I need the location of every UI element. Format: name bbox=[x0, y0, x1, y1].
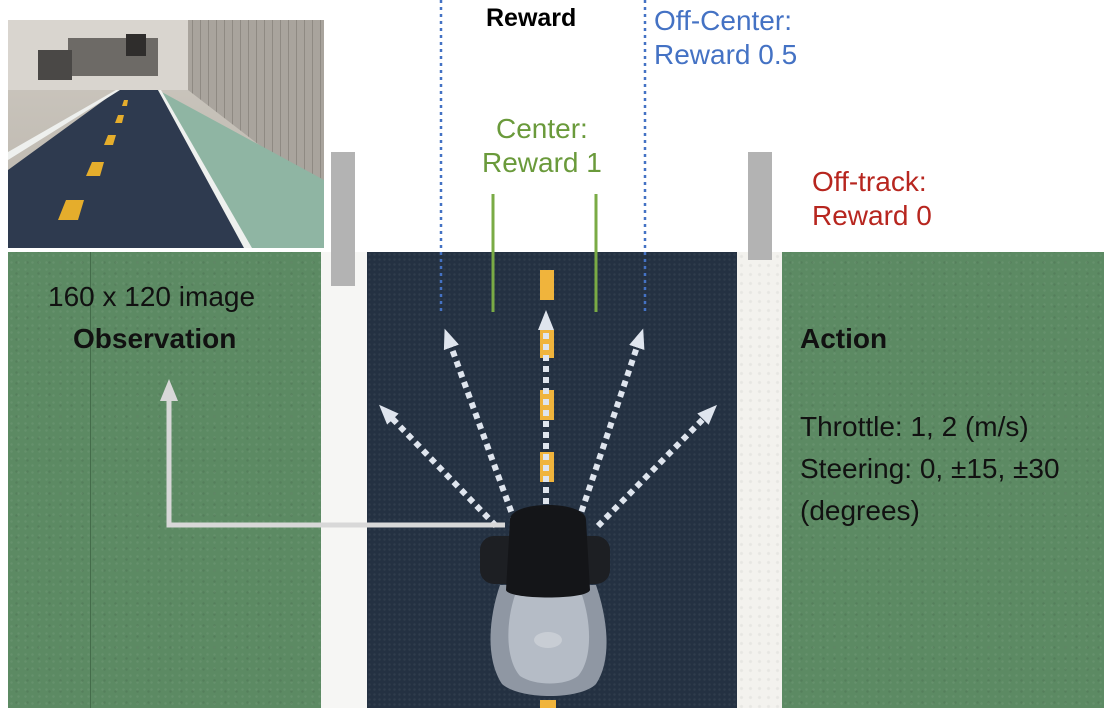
steering-arrow-left-15 bbox=[443, 328, 518, 524]
track-border-left bbox=[321, 252, 367, 708]
center-heading: Center: bbox=[496, 113, 588, 144]
action-title: Action bbox=[800, 323, 888, 354]
off-center-label: Off-Center: Reward 0.5 bbox=[654, 4, 797, 72]
deepracer-car-icon bbox=[480, 505, 610, 708]
action-steering: Steering: 0, ±15, ±30 bbox=[800, 453, 1060, 484]
wall-left bbox=[331, 152, 355, 286]
lane-marking bbox=[540, 270, 554, 300]
steering-arrow-left-30 bbox=[379, 404, 499, 529]
observation-arrow bbox=[160, 379, 505, 528]
steering-arrow-right-30 bbox=[595, 404, 718, 529]
observation-title: Observation bbox=[73, 323, 237, 354]
off-center-value: Reward 0.5 bbox=[654, 39, 798, 70]
action-units: (degrees) bbox=[800, 495, 920, 526]
off-center-heading: Off-Center: bbox=[654, 5, 792, 36]
center-label: Center: Reward 1 bbox=[482, 112, 602, 180]
observation-size-label: 160 x 120 image bbox=[48, 281, 256, 312]
wall-right bbox=[748, 152, 772, 260]
off-track-label: Off-track: Reward 0 bbox=[812, 165, 932, 233]
off-track-heading: Off-track: bbox=[812, 166, 927, 197]
camera-view-photo bbox=[8, 20, 324, 248]
track-border-right bbox=[737, 252, 782, 708]
off-track-value: Reward 0 bbox=[812, 200, 932, 231]
reward-title: Reward bbox=[486, 4, 577, 32]
action-throttle: Throttle: 1, 2 (m/s) bbox=[800, 411, 1029, 442]
grass-right bbox=[782, 252, 1104, 708]
center-value: Reward 1 bbox=[482, 147, 602, 178]
grass-left bbox=[8, 252, 321, 708]
